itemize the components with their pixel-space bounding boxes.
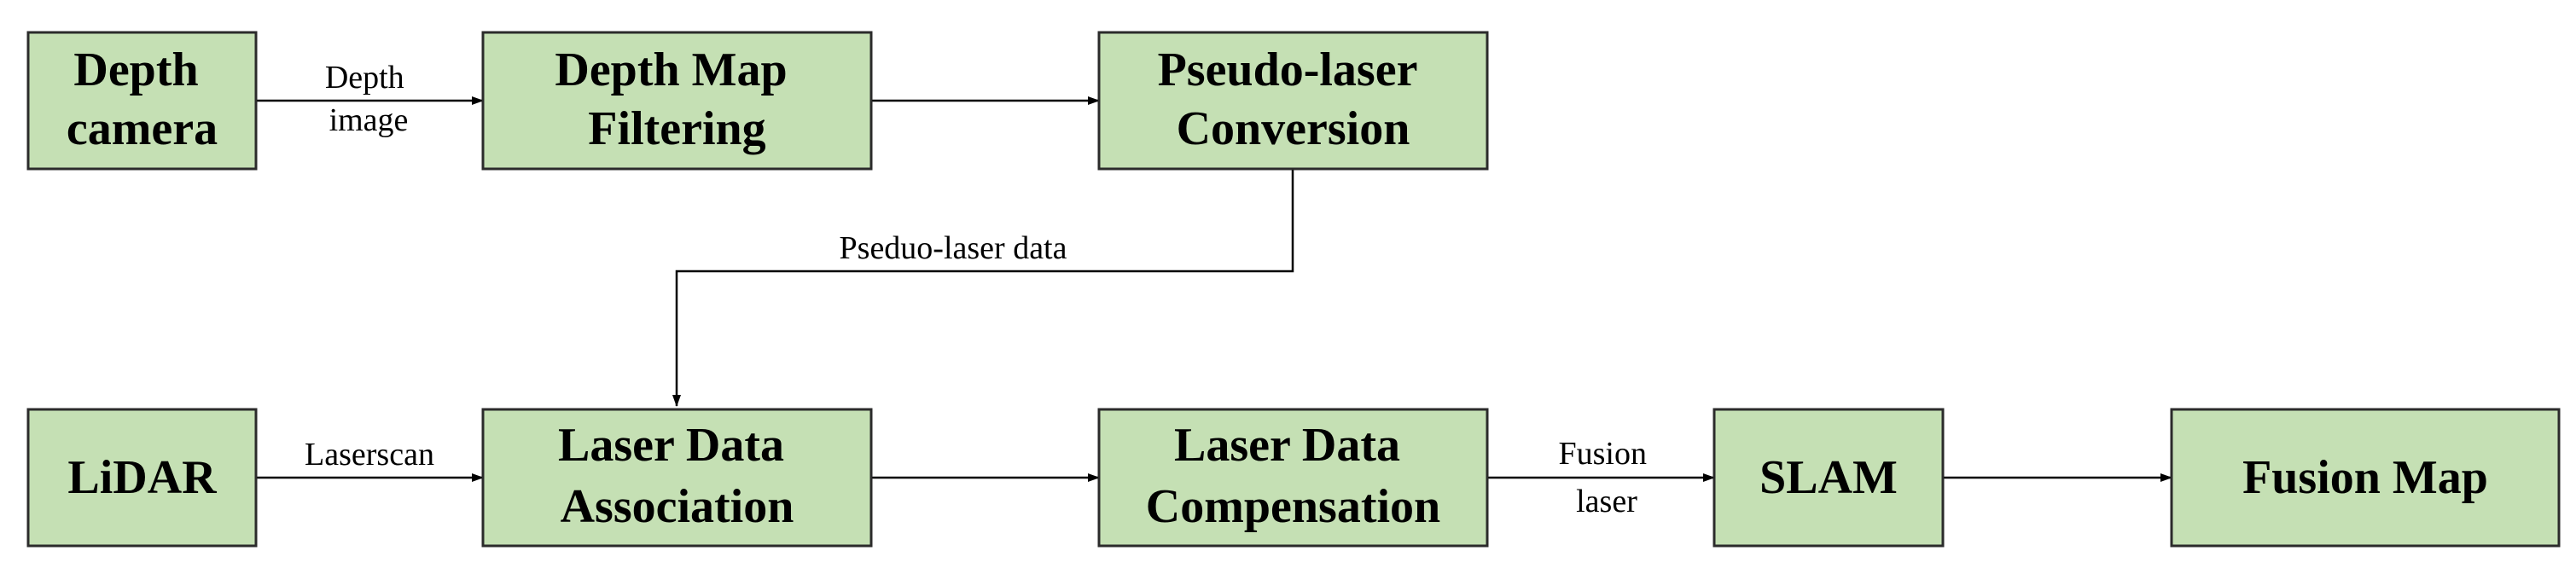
- node-box: [1097, 31, 1489, 171]
- node-label-line1: Depth Map: [555, 43, 787, 96]
- node-box: [26, 408, 258, 548]
- node-label: Pseudo-laser Conversion: [1158, 43, 1429, 155]
- edge-label-depth-image: Depth image: [325, 60, 412, 138]
- node-label: Depth Map Filtering: [555, 43, 799, 155]
- node-label-line2: Association: [561, 480, 794, 533]
- node-box: [1097, 408, 1489, 548]
- node-label-line1: Pseudo-laser: [1158, 43, 1417, 96]
- node-label: LiDAR: [67, 451, 217, 504]
- node-slam: SLAM: [1712, 408, 1945, 548]
- edge-label-pseudo-laser-data: Pseduo-laser data: [840, 230, 1067, 266]
- node-box: [26, 31, 258, 171]
- node-label-line1: Laser Data: [1174, 419, 1400, 472]
- node-box: [481, 408, 873, 548]
- node-box: [2170, 408, 2561, 548]
- node-lidar: LiDAR: [26, 408, 258, 548]
- node-label-line2: Compensation: [1146, 480, 1440, 533]
- node-laser-data-association: Laser Data Association: [481, 408, 873, 548]
- node-label: Fusion Map: [2242, 451, 2488, 504]
- node-label-line2: Conversion: [1177, 102, 1410, 155]
- node-label: SLAM: [1759, 451, 1898, 504]
- edges: [256, 96, 2172, 482]
- edge-label-fusion-laser-line1: Fusion: [1559, 436, 1647, 472]
- edge-label-laserscan: Laserscan: [305, 437, 434, 473]
- node-box: [1712, 408, 1945, 548]
- node-label-line1: Depth: [73, 43, 198, 96]
- node-pseudo-laser-conversion: Pseudo-laser Conversion: [1097, 31, 1489, 171]
- edge-labels: Depth image Pseduo-laser data Laserscan …: [305, 60, 1655, 519]
- node-label: Laser Data Compensation: [1146, 419, 1440, 533]
- node-label: Laser Data Association: [558, 419, 796, 533]
- node-depth-camera: Depth camera: [26, 31, 258, 171]
- edge-label-fusion-laser: Fusion laser: [1559, 436, 1655, 519]
- edge-label-depth-image-line1: Depth: [325, 60, 404, 96]
- edge-label-depth-image-line2: image: [329, 102, 409, 138]
- edge-conversion-to-association: [672, 169, 1294, 407]
- edge-label-fusion-laser-line2: laser: [1576, 484, 1637, 519]
- node-label-line1: Laser Data: [558, 419, 784, 472]
- node-label: Depth camera: [67, 43, 218, 155]
- node-fusion-map: Fusion Map: [2170, 408, 2561, 548]
- node-box: [481, 31, 873, 171]
- node-label-line2: camera: [67, 102, 218, 155]
- node-laser-data-compensation: Laser Data Compensation: [1097, 408, 1489, 548]
- node-depth-map-filtering: Depth Map Filtering: [481, 31, 873, 171]
- node-label-line2: Filtering: [588, 102, 765, 155]
